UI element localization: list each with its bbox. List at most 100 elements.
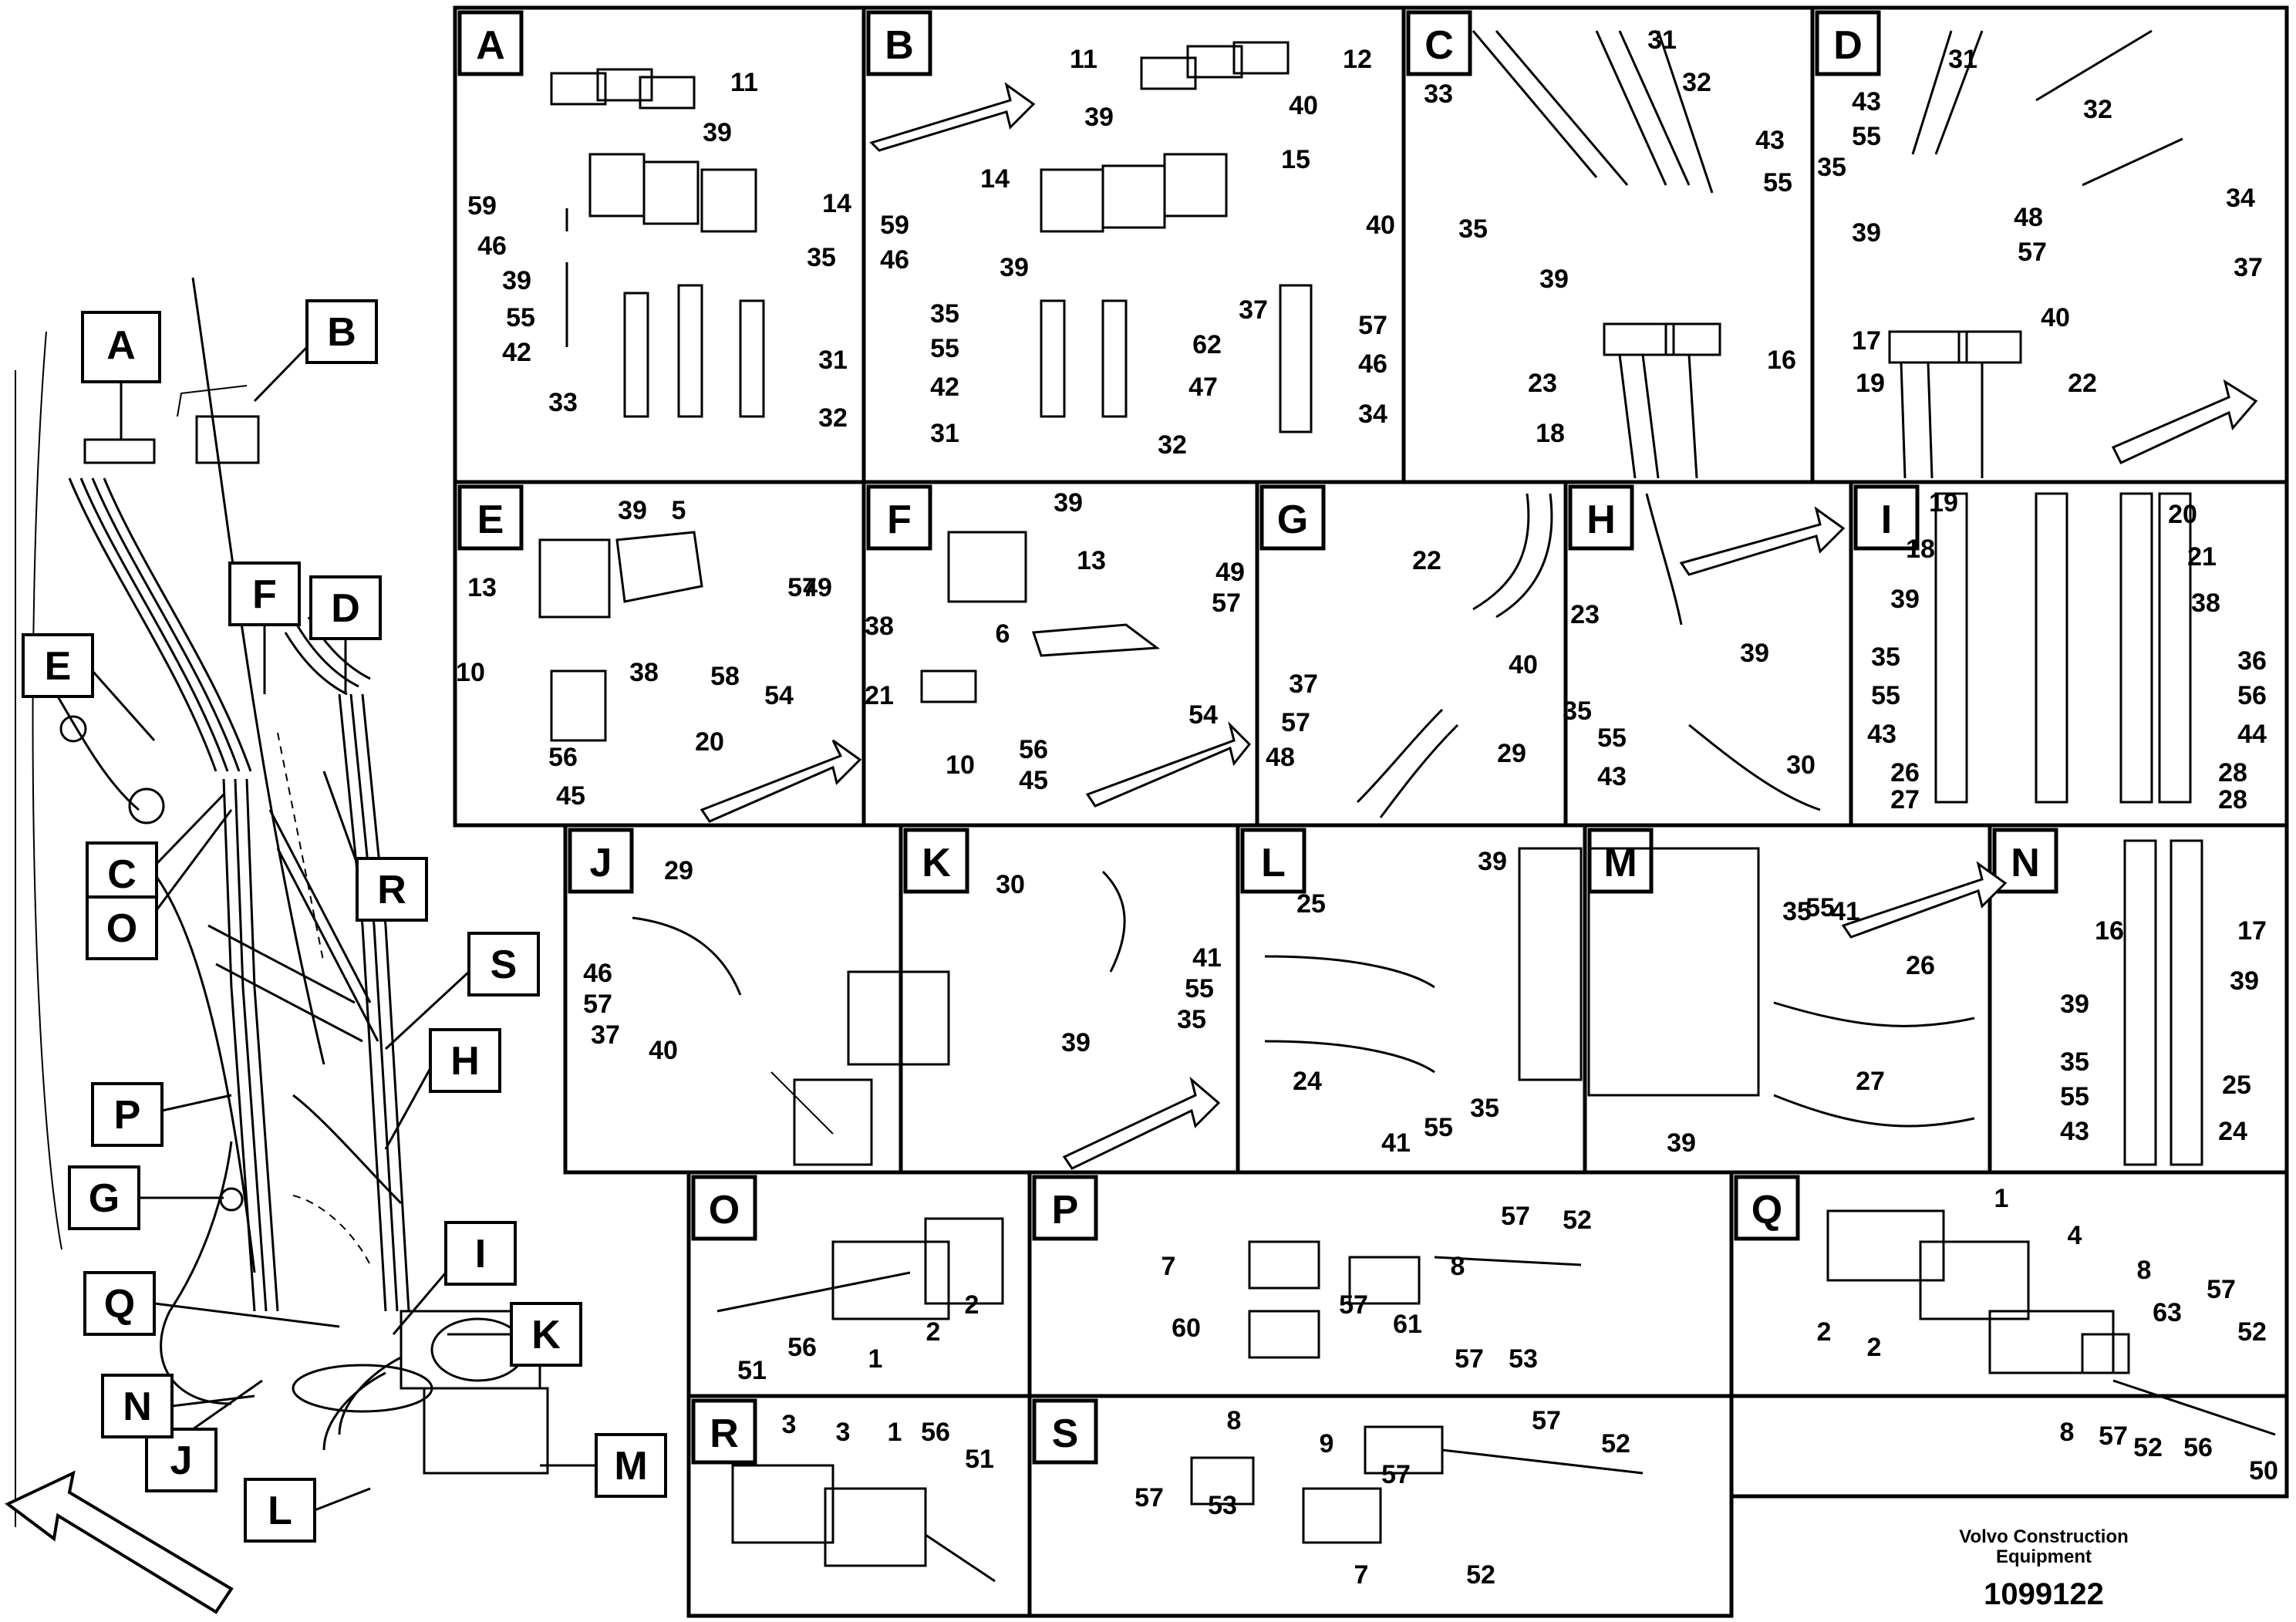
panel-tag-s: S [1032, 1398, 1098, 1465]
part-number-label: 29 [664, 856, 693, 885]
svg-text:B: B [885, 23, 914, 68]
callout-H[interactable]: H [384, 1028, 501, 1150]
part-number-label: 23 [1570, 600, 1600, 629]
panel-tag-j: J [568, 828, 634, 894]
part-number-label: 45 [556, 781, 585, 811]
part-number-label: 57 [1501, 1202, 1530, 1231]
part-number-label: 43 [2060, 1117, 2089, 1146]
part-number-label: 40 [649, 1036, 678, 1065]
callout-F[interactable]: F [228, 561, 301, 694]
callout-O[interactable]: O [86, 809, 233, 960]
part-number-label: 22 [2068, 369, 2097, 398]
callout-K[interactable]: K [447, 1302, 582, 1367]
part-number-label: 39 [1539, 265, 1569, 294]
part-number-label: 35 [1458, 214, 1488, 244]
part-number-label: 39 [1084, 103, 1114, 132]
part-number-label: 61 [1393, 1310, 1422, 1339]
svg-text:H: H [1586, 497, 1616, 542]
part-number-label: 30 [1786, 750, 1816, 780]
part-number-label: 39 [1740, 639, 1769, 668]
part-number-label: 21 [865, 681, 894, 710]
part-number-label: 8 [2060, 1418, 2075, 1447]
part-number-label: 32 [818, 403, 848, 433]
callout-R[interactable]: R [322, 771, 428, 922]
part-number-label: 28 [2218, 758, 2247, 787]
part-number-label: 38 [2191, 588, 2220, 618]
panel-tag-h: H [1568, 484, 1634, 551]
callout-D[interactable]: D [309, 575, 382, 694]
part-number-label: 57 [1135, 1483, 1164, 1512]
part-number-label: 19 [1856, 369, 1885, 398]
part-number-label: 32 [1682, 68, 1711, 97]
part-number-label: 24 [2218, 1117, 2247, 1146]
part-number-label: 40 [1509, 650, 1538, 679]
svg-text:J: J [590, 841, 612, 885]
svg-text:C: C [107, 852, 137, 897]
part-number-label: 25 [1296, 889, 1326, 919]
part-number-label: 3 [836, 1418, 851, 1447]
callout-N[interactable]: N [101, 1374, 255, 1438]
callout-I[interactable]: I [392, 1221, 517, 1335]
part-number-label: 55 [1597, 723, 1627, 753]
panel-tag-d: D [1815, 10, 1881, 76]
part-number-label: 56 [921, 1418, 950, 1447]
part-number-label: 56 [787, 1333, 817, 1362]
part-number-label: 33 [548, 388, 578, 417]
svg-text:N: N [123, 1384, 152, 1429]
callout-L[interactable]: L [244, 1478, 371, 1543]
part-number-label: 43 [1867, 720, 1896, 749]
part-number-label: 46 [583, 959, 612, 988]
callout-Q[interactable]: Q [83, 1271, 340, 1336]
part-number-label: 42 [502, 338, 531, 367]
callout-A[interactable]: A [81, 311, 161, 440]
part-number-label: 32 [1158, 430, 1187, 460]
part-number-label: 40 [1366, 211, 1395, 240]
svg-text:M: M [614, 1444, 647, 1489]
part-number-label: 9 [1320, 1429, 1334, 1458]
panel-tag-m: M [1587, 828, 1654, 894]
callout-S[interactable]: S [384, 932, 540, 1050]
part-number-label: 56 [2183, 1433, 2213, 1462]
svg-text:I: I [475, 1232, 486, 1276]
part-number-label: 39 [1054, 488, 1083, 518]
callout-M[interactable]: M [540, 1433, 667, 1498]
part-number-label: 57 [1358, 311, 1387, 340]
callout-P[interactable]: P [91, 1082, 232, 1147]
part-number-label: 2 [965, 1290, 979, 1320]
part-number-label: 57 [787, 573, 817, 602]
part-number-label: 2 [926, 1317, 941, 1347]
svg-text:R: R [710, 1411, 739, 1456]
part-number-label: 11 [730, 68, 758, 97]
callout-B[interactable]: B [253, 299, 378, 403]
panel-tag-a: A [457, 10, 524, 76]
callout-J[interactable]: J [145, 1379, 263, 1492]
part-number-label: 55 [1185, 974, 1214, 1003]
part-number-label: 20 [2168, 500, 2197, 529]
callout-G[interactable]: G [68, 1165, 224, 1230]
part-number-label: 52 [2133, 1433, 2163, 1462]
part-number-label: 13 [1077, 546, 1106, 575]
callout-E[interactable]: E [22, 633, 156, 741]
part-number-label: 52 [1466, 1560, 1495, 1590]
svg-text:A: A [106, 323, 136, 368]
svg-text:F: F [887, 497, 912, 542]
part-number-label: 49 [803, 573, 832, 602]
part-number-label: 21 [2187, 542, 2217, 572]
svg-text:Q: Q [1752, 1188, 1782, 1233]
part-number-label: 18 [1536, 419, 1565, 448]
part-number-label: 15 [1281, 145, 1310, 174]
part-number-label: 53 [1509, 1344, 1538, 1374]
part-number-label: 17 [1852, 326, 1881, 356]
part-number-label: 62 [1192, 330, 1222, 359]
part-number-label: 8 [2137, 1256, 2152, 1285]
panel-tag-b: B [866, 10, 932, 76]
part-number-label: 39 [1852, 218, 1881, 248]
callout-C[interactable]: C [86, 793, 225, 906]
part-number-label: 54 [1188, 700, 1218, 730]
svg-text:S: S [1052, 1411, 1079, 1456]
part-number-label: 28 [2218, 785, 2247, 814]
part-number-label: 29 [1497, 739, 1526, 768]
part-number-label: 14 [822, 189, 851, 218]
part-number-label: 55 [1852, 122, 1881, 151]
panel-borders [453, 5, 2289, 1618]
